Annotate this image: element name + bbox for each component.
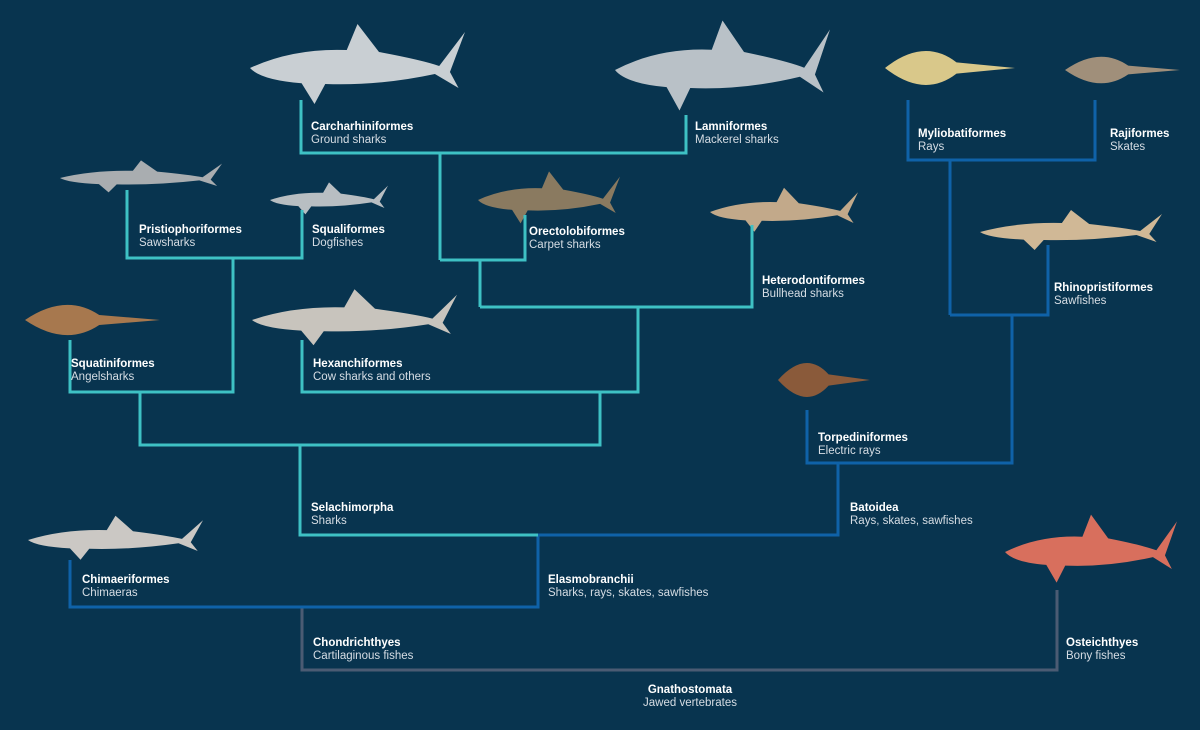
taxon-common: Rays, skates, sawfishes	[850, 515, 973, 527]
taxon-common: Chimaeras	[82, 587, 138, 599]
chimaeriformes-illustration	[28, 515, 203, 560]
taxon-common: Sharks	[311, 515, 347, 527]
taxon-name: Hexanchiformes	[313, 358, 403, 370]
branch-hexanchiformes	[300, 307, 640, 394]
osteichthyes-illustration	[1005, 514, 1177, 583]
taxon-common: Sawsharks	[139, 237, 196, 249]
taxon-common: Sharks, rays, skates, sawfishes	[548, 587, 709, 599]
taxon-name: Elasmobranchii	[548, 574, 634, 586]
taxon-common: Bony fishes	[1066, 650, 1126, 662]
branch-batoidea	[538, 463, 840, 537]
taxon-name: Orectolobiformes	[529, 226, 625, 238]
taxon-name: Squatiniformes	[71, 358, 155, 370]
taxon-name: Pristiophoriformes	[139, 224, 242, 236]
pristiophoriformes-illustration	[60, 160, 222, 193]
taxon-name: Carcharhiniformes	[311, 121, 414, 133]
taxon-name: Chondrichthyes	[313, 637, 401, 649]
taxon-common: Ground sharks	[311, 134, 387, 146]
rajiformes-illustration	[1065, 56, 1180, 84]
taxon-common: Dogfishes	[312, 237, 364, 249]
taxon-name: Torpediniformes	[818, 432, 908, 444]
branch-squalomorph-galeomorph	[138, 392, 602, 447]
taxon-name: Chimaeriformes	[82, 574, 170, 586]
lamniformes-illustration	[615, 20, 830, 111]
taxon-common: Mackerel sharks	[695, 134, 779, 146]
taxon-name: Selachimorpha	[311, 502, 394, 514]
branch-chondrichthyes	[68, 535, 540, 609]
orectolobiformes-illustration	[478, 171, 620, 224]
squatiniformes-illustration	[25, 304, 160, 336]
rhinopristiformes-illustration	[980, 210, 1162, 250]
branch-selachimorpha	[298, 445, 538, 537]
taxon-name: Rajiformes	[1110, 128, 1170, 140]
branch-carcharhiniformes	[299, 100, 688, 155]
taxon-common: Jawed vertebrates	[643, 697, 737, 709]
taxon-name: Batoidea	[850, 502, 899, 514]
taxon-name: Rhinopristiformes	[1054, 282, 1154, 294]
taxon-common: Skates	[1110, 141, 1146, 153]
taxon-name: Heterodontiformes	[762, 275, 865, 287]
myliobatiformes-illustration	[885, 51, 1015, 85]
taxon-common: Rays	[918, 141, 945, 153]
tree-branches	[68, 100, 1097, 672]
fish-illustrations	[25, 20, 1180, 583]
taxon-common: Electric rays	[818, 445, 881, 457]
branch-rhinopristiformes	[950, 245, 1050, 317]
taxon-name: Myliobatiformes	[918, 128, 1007, 140]
branch-orecto-lamni	[440, 215, 527, 262]
branch-rays-skates	[906, 100, 1097, 162]
hexanchiformes-illustration	[252, 289, 457, 346]
taxon-common: Sawfishes	[1054, 295, 1107, 307]
taxon-name: Lamniformes	[695, 121, 768, 133]
branch-gnathostomata	[300, 590, 1059, 672]
taxon-common: Carpet sharks	[529, 239, 601, 251]
squaliformes-illustration	[270, 182, 388, 215]
taxon-common: Angelsharks	[71, 371, 135, 383]
branch-squatiniformes	[68, 258, 235, 394]
taxon-common: Cow sharks and others	[313, 371, 431, 383]
taxon-common: Cartilaginous fishes	[313, 650, 414, 662]
taxon-common: Bullhead sharks	[762, 288, 844, 300]
taxon-name: Osteichthyes	[1066, 637, 1139, 649]
taxon-name: Gnathostomata	[647, 684, 733, 696]
branch-torpediniformes	[805, 315, 1014, 465]
taxon-name: Squaliformes	[312, 224, 385, 236]
heterodontiformes-illustration	[710, 187, 858, 232]
carcharhiniformes-illustration	[250, 24, 465, 104]
branch-pristio-squali	[125, 190, 304, 260]
branch-heterodontiformes	[480, 225, 754, 309]
torpediniformes-illustration	[778, 363, 870, 397]
